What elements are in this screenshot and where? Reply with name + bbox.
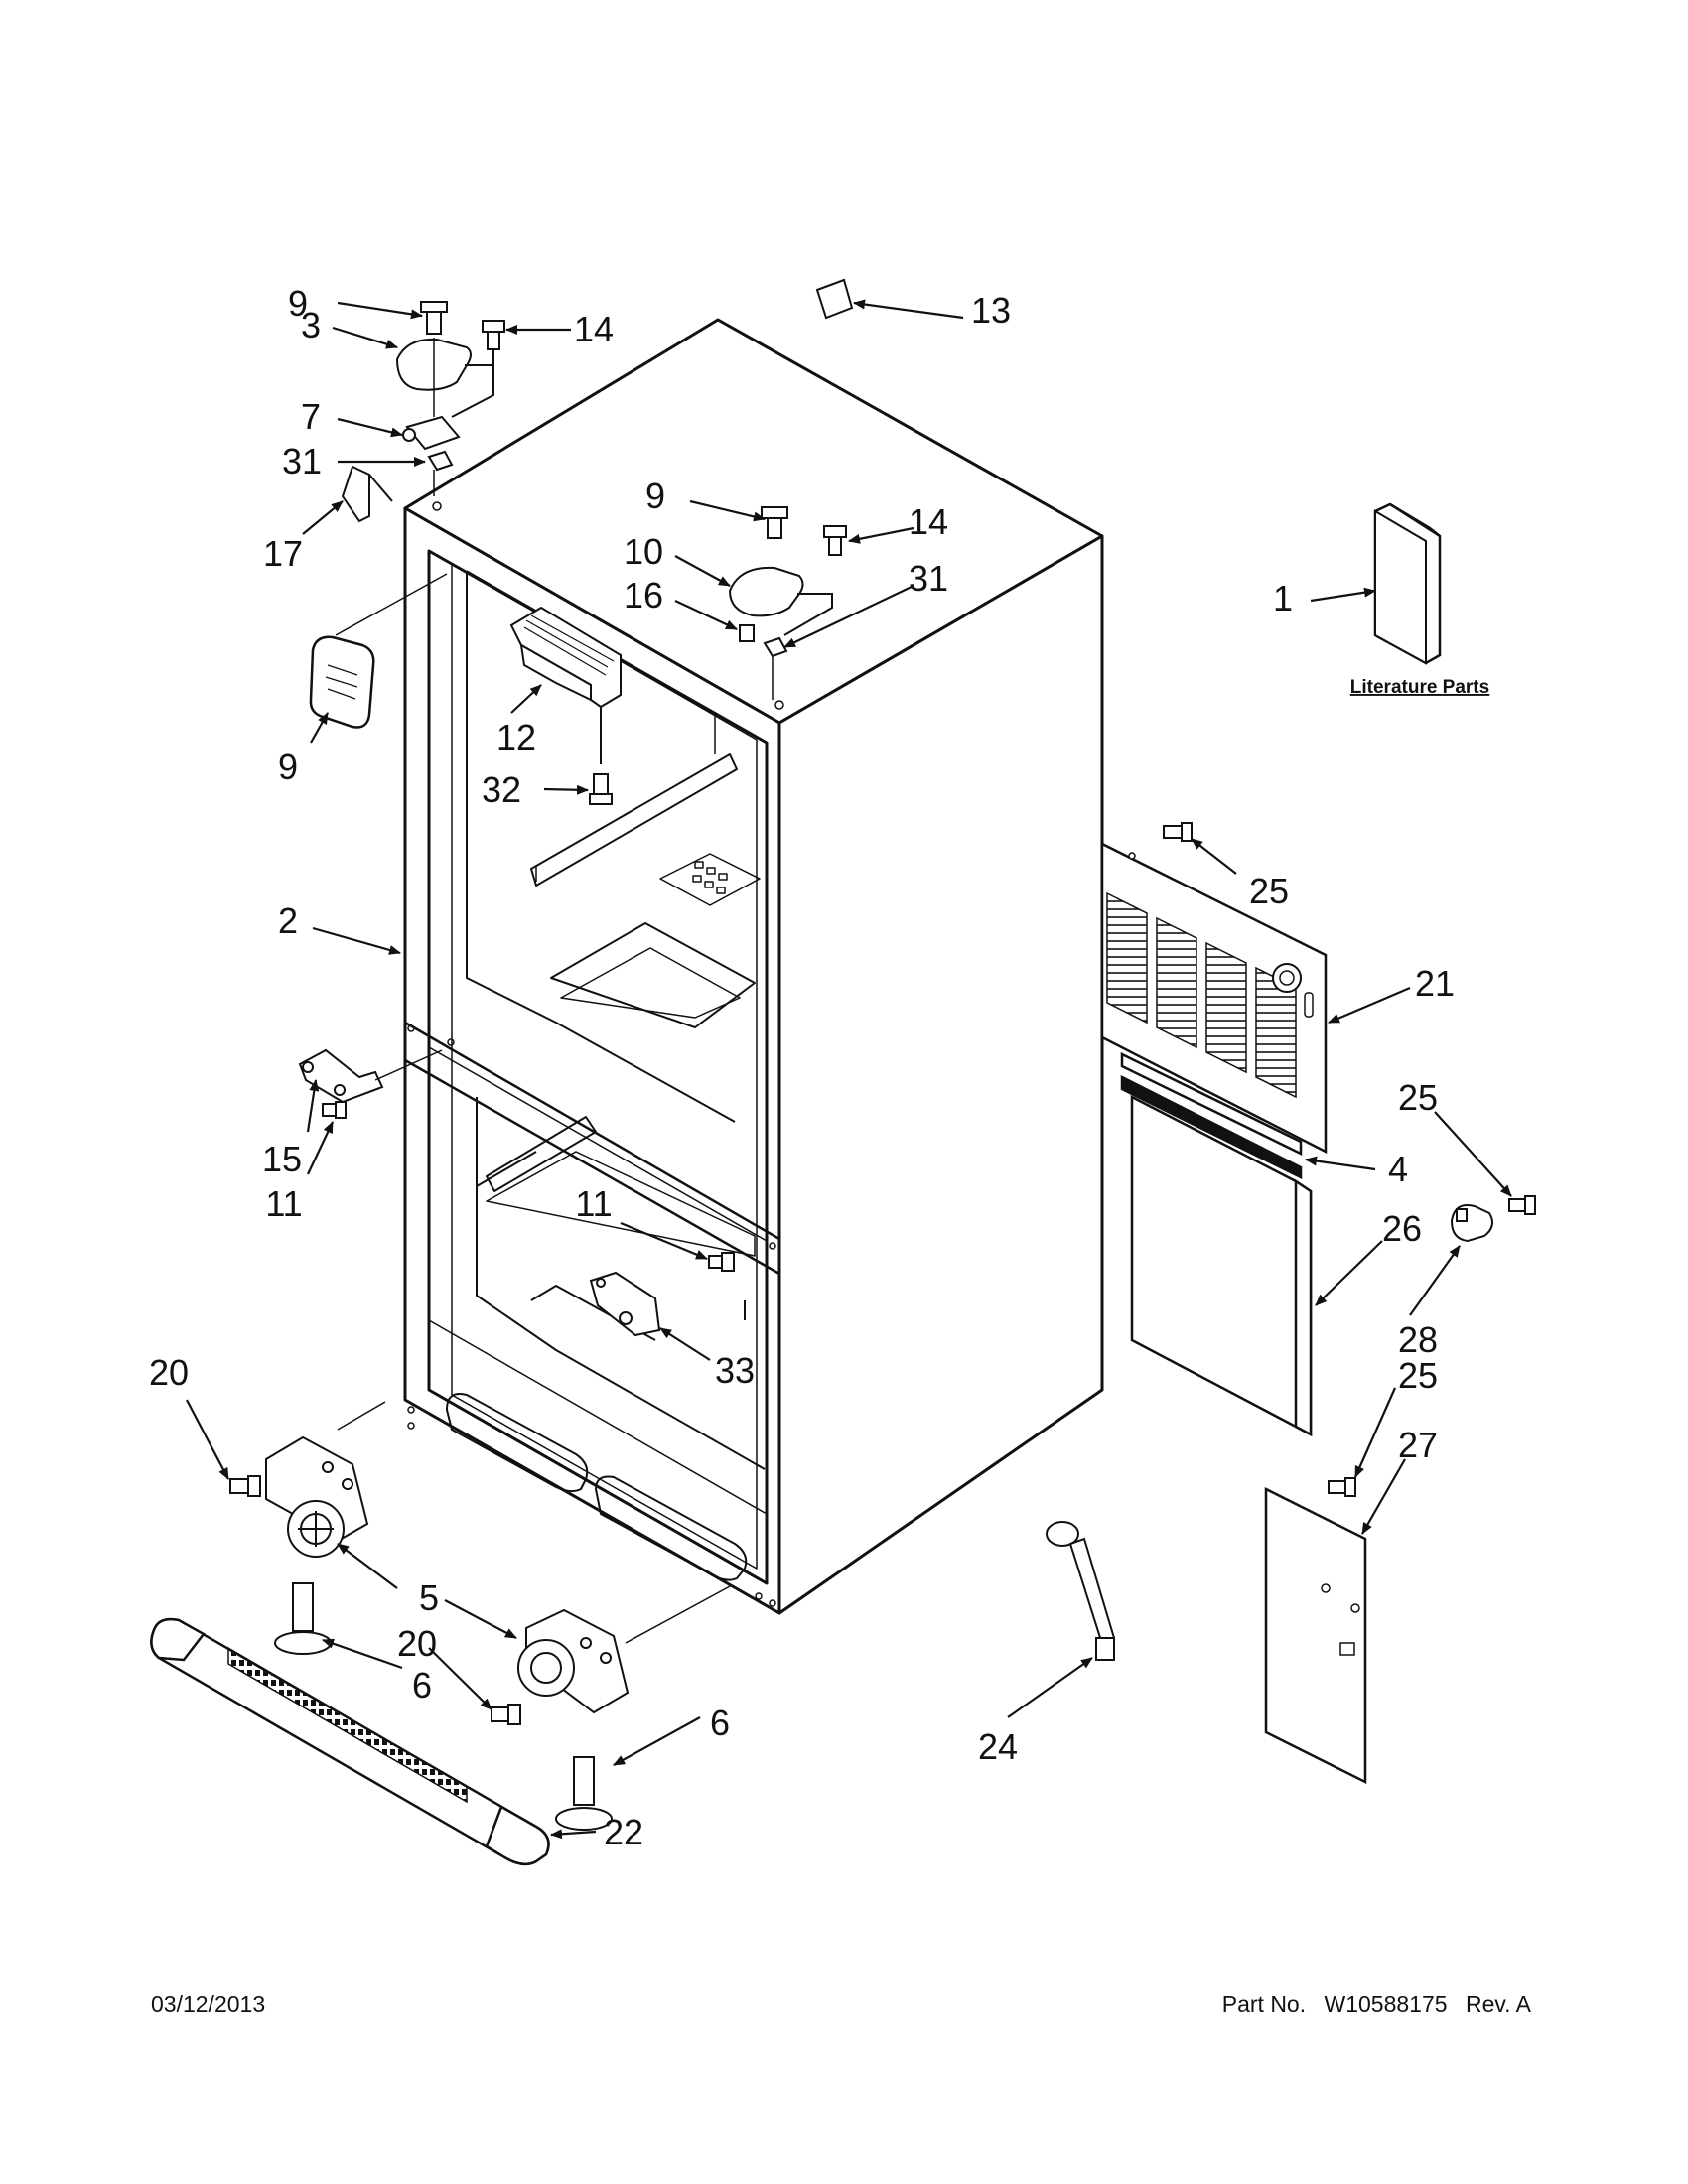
callout-32: 32 <box>482 769 521 810</box>
part-4-strip <box>1120 1051 1303 1180</box>
part-12-housing <box>509 606 622 764</box>
top-left-hinge <box>341 301 505 523</box>
callout-15: 15 <box>262 1139 302 1179</box>
leader-arrows <box>186 299 1512 1840</box>
callout-24: 24 <box>978 1726 1018 1767</box>
callout-26: 26 <box>1382 1208 1422 1249</box>
callout-33: 33 <box>715 1350 755 1391</box>
callout-31b: 31 <box>909 558 948 599</box>
callout-6b: 6 <box>710 1703 730 1743</box>
callout-1: 1 <box>1273 578 1293 618</box>
callout-27: 27 <box>1398 1425 1438 1465</box>
callout-5: 5 <box>419 1577 439 1618</box>
callout-16: 16 <box>624 575 663 615</box>
footer-part-number: Part No. W10588175 Rev. A <box>1222 1991 1531 2018</box>
callout-25c: 25 <box>1398 1355 1438 1396</box>
revision: Rev. A <box>1465 1991 1531 2017</box>
part-24-tool <box>1046 1521 1116 1661</box>
callout-25: 25 <box>1249 871 1289 911</box>
footer-date: 03/12/2013 <box>151 1991 266 2017</box>
part-26-panel <box>1130 1094 1313 1437</box>
callout-28: 28 <box>1398 1319 1438 1360</box>
left-roller-assembly <box>229 1401 386 1655</box>
callout-14b: 14 <box>909 501 948 542</box>
part-number: W10588175 <box>1324 1991 1448 2017</box>
callout-14: 14 <box>574 309 614 349</box>
callout-25b: 25 <box>1398 1077 1438 1118</box>
callout-10: 10 <box>624 531 663 572</box>
callout-9: 9 <box>288 283 308 324</box>
callout-labels: 9 14 3 7 31 17 13 9 14 10 16 31 1 9 12 3… <box>149 283 1489 1852</box>
part-22-grille <box>150 1617 550 1866</box>
callout-2: 2 <box>278 900 298 941</box>
part-25-screw-a <box>1163 822 1193 842</box>
callout-9b: 9 <box>645 476 665 516</box>
callout-11: 11 <box>265 1183 302 1224</box>
callout-11b: 11 <box>575 1183 612 1224</box>
part-1-literature <box>1373 502 1442 665</box>
top-right-hinge <box>728 506 847 700</box>
callout-20b: 20 <box>397 1623 437 1664</box>
part-32-screw <box>589 773 613 805</box>
callout-17: 17 <box>263 533 303 574</box>
part-11-33 <box>589 1252 735 1337</box>
part-28-clamp <box>1450 1195 1536 1243</box>
callout-20: 20 <box>149 1352 189 1393</box>
callout-4: 4 <box>1388 1149 1408 1189</box>
callout-13: 13 <box>971 290 1011 331</box>
literature-parts-label: Literature Parts <box>1350 677 1489 698</box>
part-15-bracket <box>298 1048 443 1119</box>
callout-12: 12 <box>496 717 536 757</box>
callout-21: 21 <box>1415 963 1455 1004</box>
part-label: Part No. <box>1221 1991 1307 2017</box>
callout-22: 22 <box>604 1812 643 1852</box>
part-8-control <box>309 573 448 729</box>
part-21-rear-panel <box>1100 841 1328 1155</box>
right-roller-assembly <box>491 1585 731 1831</box>
cabinet <box>403 318 1104 1615</box>
callout-6: 6 <box>412 1665 432 1706</box>
callout-7: 7 <box>301 396 321 437</box>
part-13-label <box>815 278 854 320</box>
callout-31: 31 <box>282 441 322 481</box>
part-27-cover <box>1264 1477 1367 1785</box>
callout-8: 9 <box>278 747 298 787</box>
callout-3: 3 <box>301 305 321 345</box>
